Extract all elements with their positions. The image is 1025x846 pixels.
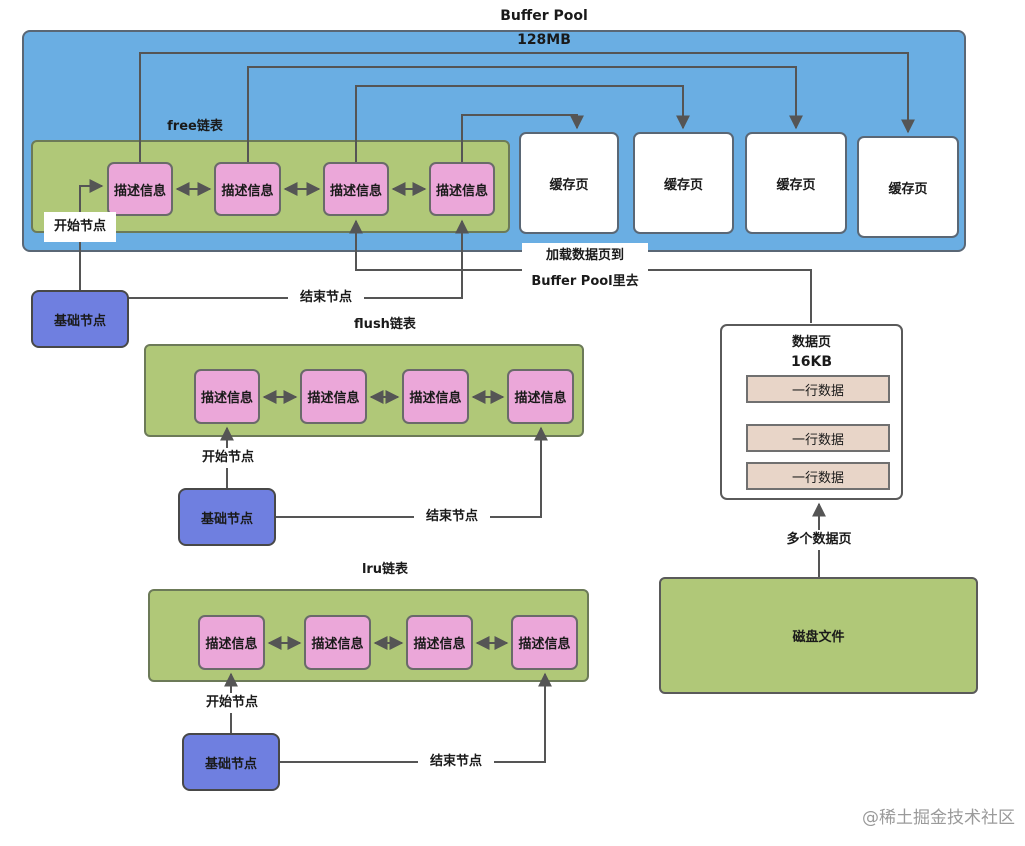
buffer-pool-title: Buffer Pool	[500, 8, 588, 24]
flush-node-1: 描述信息	[194, 369, 260, 424]
lru-start-label: 开始节点	[196, 693, 268, 713]
free-node-2: 描述信息	[214, 162, 281, 216]
data-page-title: 数据页	[791, 335, 831, 350]
free-node-4: 描述信息	[429, 162, 495, 216]
flush-node-3: 描述信息	[402, 369, 469, 424]
data-row-2: 一行数据	[746, 424, 890, 452]
cache-page-3: 缓存页	[745, 132, 847, 234]
lru-node-3: 描述信息	[406, 615, 473, 670]
link-free1-cache4	[139, 52, 915, 162]
flush-start-label: 开始节点	[192, 448, 264, 468]
flush-end-label: 结束节点	[414, 507, 490, 527]
free-end-link	[128, 219, 469, 299]
free-end-label: 结束节点	[288, 288, 364, 308]
flush-end-link	[275, 426, 548, 518]
lru-end-link	[279, 672, 552, 763]
load-label: 加载数据页到 Buffer Pool里去	[522, 243, 648, 295]
lru-node-2: 描述信息	[304, 615, 371, 670]
lru-list-title: lru链表	[361, 562, 409, 577]
lru-node-1: 描述信息	[198, 615, 265, 670]
cache-page-1: 缓存页	[519, 132, 619, 234]
free-node-1: 描述信息	[107, 162, 173, 216]
free-start-label: 开始节点	[44, 212, 116, 242]
flush-base-node: 基础节点	[178, 488, 276, 546]
link-free3-cache2	[355, 85, 690, 162]
data-row-3: 一行数据	[746, 462, 890, 490]
link-free2-cache3	[247, 66, 803, 162]
link-free4-cache1	[461, 114, 584, 162]
data-row-1: 一行数据	[746, 375, 890, 403]
flush-node-4: 描述信息	[507, 369, 574, 424]
disk-file: 磁盘文件	[659, 577, 978, 694]
free-list-title: free链表	[167, 119, 223, 134]
lru-end-label: 结束节点	[418, 752, 494, 772]
free-base-node: 基础节点	[31, 290, 129, 348]
load-label-line2: Buffer Pool里去	[531, 274, 639, 289]
flush-list-title: flush链表	[354, 317, 416, 332]
lru-node-4: 描述信息	[511, 615, 578, 670]
lru-base-node: 基础节点	[182, 733, 280, 791]
flush-node-2: 描述信息	[300, 369, 367, 424]
cache-page-4: 缓存页	[857, 136, 959, 238]
cache-page-2: 缓存页	[633, 132, 734, 234]
load-label-line1: 加载数据页到	[545, 248, 624, 263]
free-node-3: 描述信息	[323, 162, 389, 216]
multi-pages-label: 多个数据页	[776, 530, 862, 550]
buffer-pool-size: 128MB	[517, 32, 571, 48]
data-page-size: 16KB	[790, 354, 832, 370]
watermark: @稀土掘金技术社区	[862, 808, 1015, 828]
free-start-link	[79, 179, 104, 290]
